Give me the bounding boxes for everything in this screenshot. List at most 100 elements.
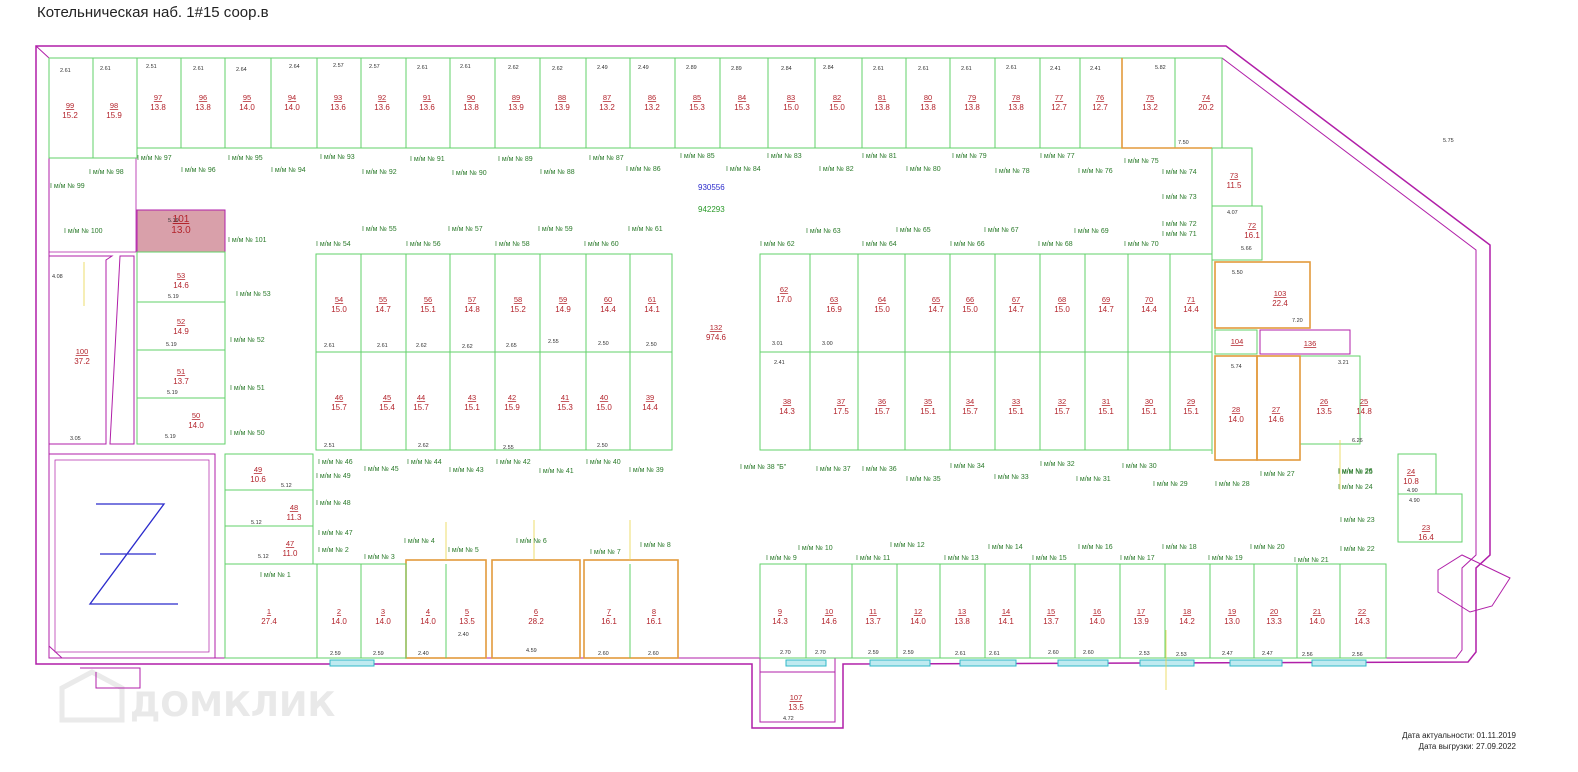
room-area: 13.0 [1224, 617, 1240, 626]
room-number: 47 [286, 539, 294, 548]
room-number: 66 [966, 295, 974, 304]
room-7: 716.1 [601, 607, 617, 626]
dimension: 2.53 [1176, 652, 1187, 658]
dimension: 2.50 [598, 341, 609, 347]
room-number: 45 [383, 393, 391, 402]
room-number: 12 [914, 607, 922, 616]
room-area: 15.0 [874, 305, 890, 314]
actuality-date: Дата актуальности: 01.11.2019 [1402, 731, 1516, 740]
room-area: 14.6 [1268, 415, 1284, 424]
dimension: 2.57 [333, 63, 344, 69]
parking-label: I м/м № 53 [236, 291, 271, 298]
room-number: 2 [337, 607, 341, 616]
room-area: 15.0 [962, 305, 978, 314]
parking-label: I м/м № 70 [1124, 241, 1159, 248]
room-104: 104 [1231, 337, 1244, 346]
room-number: 43 [468, 393, 476, 402]
dimension: 2.59 [373, 651, 384, 657]
bottom-right-row [759, 563, 1387, 659]
dimension: 2.40 [418, 651, 429, 657]
dimension: 3.05 [70, 436, 81, 442]
room-number: 23 [1422, 523, 1430, 532]
parking-label: I м/м № 29 [1153, 481, 1188, 488]
room-area: 14.7 [1098, 305, 1114, 314]
dimension: 2.50 [646, 342, 657, 348]
room-number: 38 [783, 397, 791, 406]
dimension: 2.60 [1083, 650, 1094, 656]
dimension: 2.61 [918, 66, 929, 72]
parking-label: I м/м № 43 [449, 467, 484, 474]
dimension: 2.62 [552, 66, 563, 72]
dimension: 2.62 [416, 343, 427, 349]
dimension: 2.64 [289, 64, 300, 70]
center-block-right [759, 253, 1213, 451]
room-number: 81 [878, 93, 886, 102]
room-number: 35 [924, 397, 932, 406]
z-symbol [88, 503, 178, 605]
room-number: 7 [607, 607, 611, 616]
room-area: 11.5 [1227, 181, 1243, 190]
parking-label: I м/м № 95 [228, 155, 263, 162]
room-area: 14.0 [1309, 617, 1325, 626]
room-area: 14.1 [998, 617, 1014, 626]
room-number: 32 [1058, 397, 1066, 406]
top-parking-row [48, 57, 1223, 159]
domclick-logo-watermark: ДОМКЛИК [59, 669, 336, 725]
room-number: 19 [1228, 607, 1236, 616]
room-area: 14.0 [284, 103, 300, 112]
room-number: 11 [869, 607, 877, 616]
dimension: 2.41 [1090, 66, 1101, 72]
parking-label: I м/м № 28 [1215, 481, 1250, 488]
room-number: 63 [830, 295, 838, 304]
parking-label: I м/м № 11 [856, 555, 890, 562]
page-title: Котельническая наб. 1#15 соор.в [37, 4, 269, 21]
parking-label: I м/м № 62 [760, 241, 795, 248]
room-area: 14.6 [173, 281, 189, 290]
parking-label: I м/м № 26 [1338, 468, 1373, 475]
room-area: 22.4 [1272, 299, 1288, 308]
export-date: Дата выгрузки: 27.09.2022 [1418, 742, 1516, 751]
parking-label: I м/м № 40 [586, 459, 621, 466]
parking-label: I м/м № 51 [230, 385, 265, 392]
parking-label: I м/м № 88 [540, 169, 575, 176]
room-area: 15.0 [829, 103, 845, 112]
room-number: 8 [652, 607, 656, 616]
dimension: 2.70 [780, 650, 791, 656]
dimension: 2.61 [60, 68, 71, 74]
room-number: 18 [1183, 607, 1191, 616]
room-area: 15.1 [464, 403, 480, 412]
room-number: 17 [1137, 607, 1145, 616]
dimension: 5.50 [1232, 270, 1243, 276]
parking-labels: I м/м № 97I м/м № 98I м/м № 95I м/м № 96… [50, 153, 1375, 579]
room-area: 15.1 [420, 305, 436, 314]
parking-label: I м/м № 42 [496, 459, 531, 466]
room-area: 14.3 [1354, 617, 1370, 626]
room-number: 90 [467, 93, 475, 102]
dimension: 6.26 [1352, 438, 1363, 444]
parking-label: I м/м № 5 [448, 547, 479, 554]
room-number: 95 [243, 93, 251, 102]
room-101-highlight [136, 209, 226, 253]
room-107 [759, 671, 836, 723]
room-area: 14.9 [173, 327, 189, 336]
room-area: 15.1 [1141, 407, 1157, 416]
room-number: 136 [1304, 339, 1317, 348]
room-area: 14.4 [600, 305, 616, 314]
